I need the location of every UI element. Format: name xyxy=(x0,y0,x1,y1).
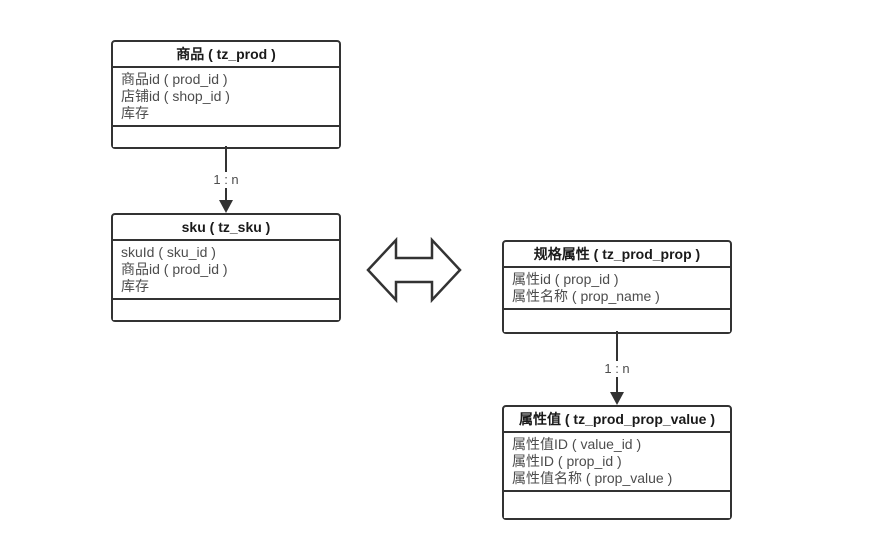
entity-body-prod-prop: 属性id ( prop_id ) 属性名称 ( prop_name ) xyxy=(504,268,730,310)
entity-table-prod-prop: 规格属性 ( tz_prod_prop ) 属性id ( prop_id ) 属… xyxy=(502,240,732,334)
entity-table-prod: 商品 ( tz_prod ) 商品id ( prod_id ) 店铺id ( s… xyxy=(111,40,341,149)
entity-footer-prod xyxy=(113,127,339,147)
entity-row: 属性值名称 ( prop_value ) xyxy=(512,470,673,486)
entity-row: 商品id ( prod_id ) xyxy=(121,261,228,277)
entity-title-prod-prop-value: 属性值 ( tz_prod_prop_value ) xyxy=(504,407,730,433)
cardinality-label: 1 : n xyxy=(600,361,634,377)
double-horizontal-arrow-icon xyxy=(366,236,462,304)
cardinality-label: 1 : n xyxy=(209,172,243,188)
entity-title-prod: 商品 ( tz_prod ) xyxy=(113,42,339,68)
entity-row: 库存 xyxy=(121,105,149,121)
entity-row: 属性ID ( prop_id ) xyxy=(512,453,622,469)
entity-table-prod-prop-value: 属性值 ( tz_prod_prop_value ) 属性值ID ( value… xyxy=(502,405,732,520)
entity-footer-prod-prop-value xyxy=(504,492,730,518)
entity-footer-prod-prop xyxy=(504,310,730,332)
entity-row: skuId ( sku_id ) xyxy=(121,244,216,260)
entity-footer-sku xyxy=(113,300,339,320)
entity-body-prod: 商品id ( prod_id ) 店铺id ( shop_id ) 库存 xyxy=(113,68,339,127)
entity-row: 属性名称 ( prop_name ) xyxy=(512,288,660,304)
entity-row: 属性id ( prop_id ) xyxy=(512,271,619,287)
entity-row: 店铺id ( shop_id ) xyxy=(121,88,230,104)
entity-body-sku: skuId ( sku_id ) 商品id ( prod_id ) 库存 xyxy=(113,241,339,300)
entity-row: 库存 xyxy=(121,278,149,294)
entity-row: 商品id ( prod_id ) xyxy=(121,71,228,87)
entity-title-sku: sku ( tz_sku ) xyxy=(113,215,339,241)
down-arrowhead-icon xyxy=(610,392,624,405)
down-arrowhead-icon xyxy=(219,200,233,213)
entity-table-sku: sku ( tz_sku ) skuId ( sku_id ) 商品id ( p… xyxy=(111,213,341,322)
entity-row: 属性值ID ( value_id ) xyxy=(512,436,642,452)
entity-title-prod-prop: 规格属性 ( tz_prod_prop ) xyxy=(504,242,730,268)
entity-body-prod-prop-value: 属性值ID ( value_id ) 属性ID ( prop_id ) 属性值名… xyxy=(504,433,730,492)
